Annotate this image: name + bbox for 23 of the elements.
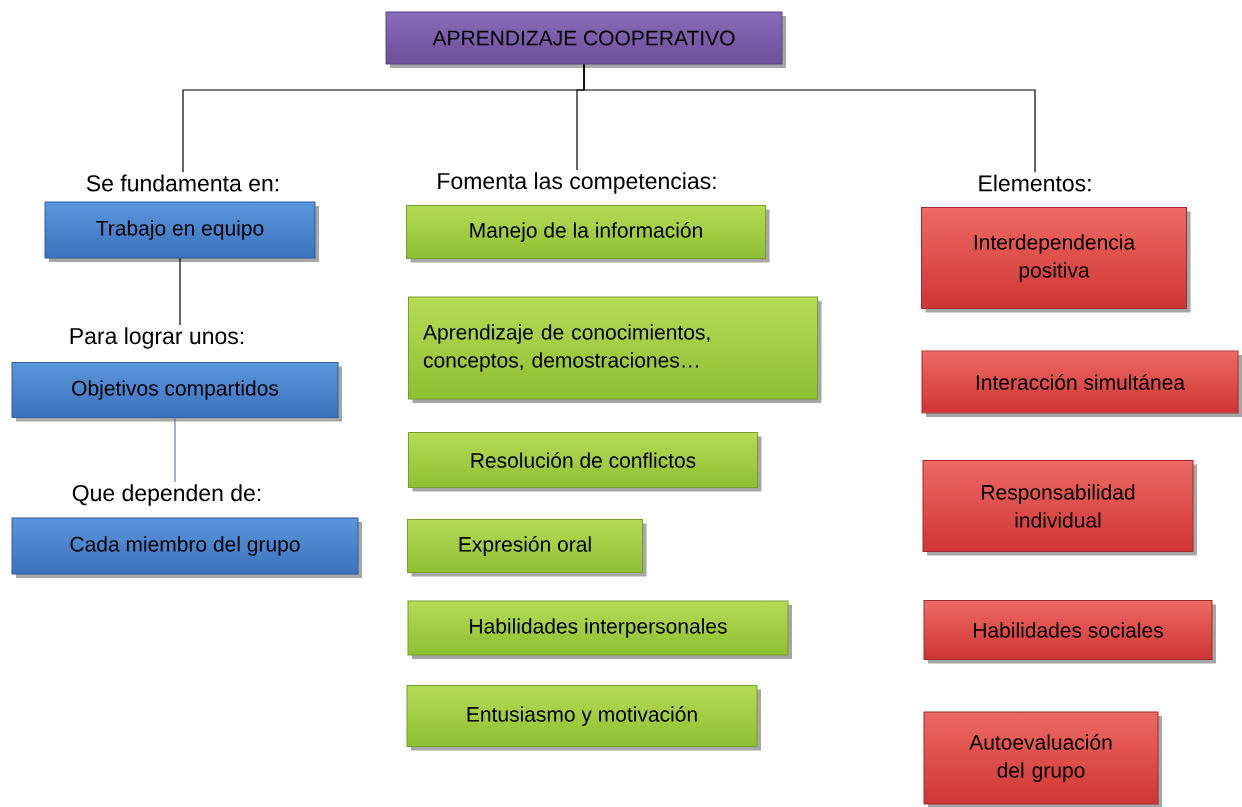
- heading-text: Para lograr unos:: [70, 327, 244, 349]
- connector-line: [179, 257, 181, 326]
- competence-box: Manejo de la información: [406, 205, 770, 263]
- concept-box: Objetivos compartidos: [11, 362, 342, 422]
- heading-text: Fomenta las competencias:: [438, 172, 716, 194]
- element-box: Interacción simultánea: [921, 350, 1242, 417]
- competence-box: Aprendizaje de conocimientos, conceptos, demostraciones…: [408, 296, 822, 403]
- connector-line: [583, 63, 1036, 173]
- element-box: Interdependencia positiva: [921, 207, 1191, 313]
- element-box: Autoevaluación del grupo: [923, 711, 1162, 807]
- heading-text: Elementos:: [979, 174, 1091, 192]
- connector-line: [174, 417, 176, 483]
- competence-box: Habilidades interpersonales: [407, 600, 792, 659]
- heading-text: Se fundamenta en:: [86, 174, 279, 192]
- concept-box: Cada miembro del grupo: [11, 517, 362, 578]
- heading-text: Que dependen de:: [72, 484, 261, 506]
- element-box: Habilidades sociales: [923, 600, 1216, 664]
- competence-box: Resolución de conflictos: [408, 432, 762, 492]
- competence-box: Expresión oral: [407, 519, 647, 577]
- element-box: Responsabilidad individual: [922, 460, 1197, 556]
- competence-box: Entusiasmo y motivación: [406, 685, 761, 751]
- concept-box: Trabajo en equipo: [44, 201, 319, 262]
- title-box: APRENDIZAJE COOPERATIVO: [385, 11, 786, 68]
